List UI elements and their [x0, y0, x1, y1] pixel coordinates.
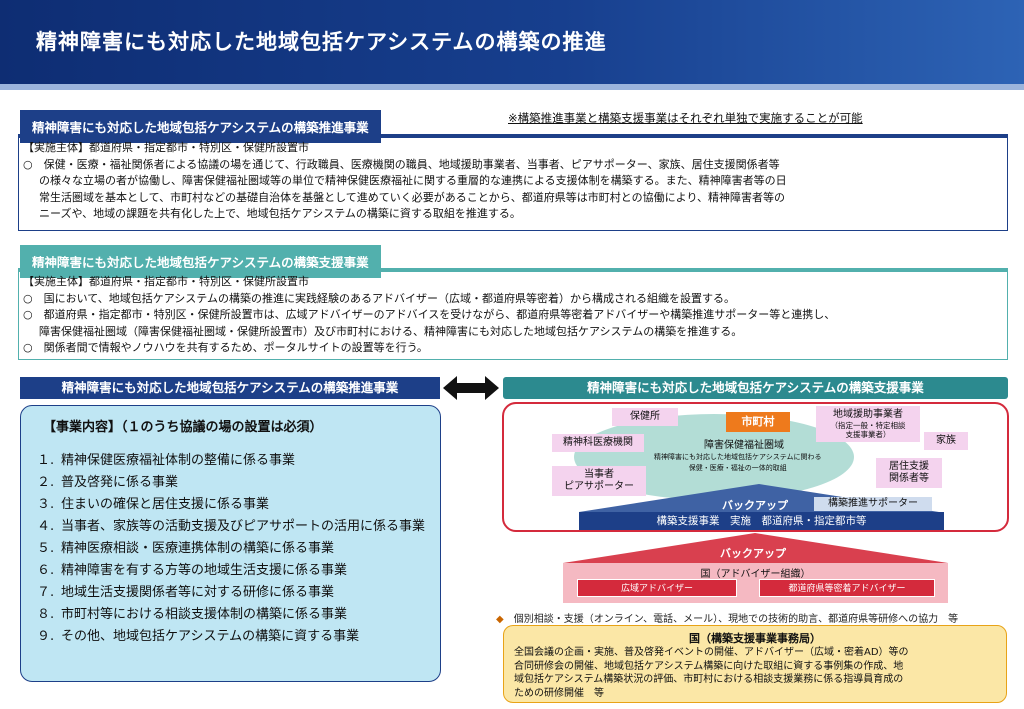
item-text: 精神医療相談・医療連携体制の構築に係る事業 — [61, 541, 335, 556]
secretariat-box: 国（構築支援事業事務局） 全国会議の企画・実施、普及啓発イベントの開催、アドバイ… — [503, 625, 1007, 703]
ellipse-note: 精神障害にも対応した地域包括ケアシステムに関わる 保健・医療・福祉の一体的取組 — [654, 452, 822, 474]
list-item: ８. 市町村等における相談支援体制の構築に係る事業 — [37, 604, 435, 626]
right-header: 精神障害にも対応した地域包括ケアシステムの構築支援事業 — [503, 377, 1008, 399]
section2-line: 障害保健福祉圏域（障害保健福祉圏域・保健所設置市）及び市町村における、精神障害に… — [39, 324, 743, 338]
local-adviser-box: 都道府県等密着アドバイザー — [759, 579, 935, 597]
secretariat-line: ための研修開催 等 — [514, 687, 604, 699]
list-item: ６. 精神障害を有する方等の地域生活支援に係る事業 — [37, 560, 435, 582]
list-item: ３. 住まいの確保と居住支援に係る事業 — [37, 494, 435, 516]
backup-arrow-lower — [563, 533, 948, 563]
list-item: １. 精神保健医療福祉体制の整備に係る事業 — [37, 450, 435, 472]
item-number: １. — [37, 453, 55, 468]
ellipse-note-line: 精神障害にも対応した地域包括ケアシステムに関わる — [654, 453, 822, 461]
support-provider-label: 地域援助事業者 （指定一般・特定相談 支援事業者） — [816, 406, 920, 442]
peer-supporter-label: 当事者 ピアサポーター — [552, 466, 646, 496]
support-provider-sub: 支援事業者） — [845, 430, 891, 439]
item-number: ３. — [37, 497, 55, 512]
support-provider-sub: （指定一般・特定相談 — [830, 421, 906, 430]
item-number: ９. — [37, 629, 55, 644]
independence-note: ※構築推進事業と構築支援事業はそれぞれ単独で実施することが可能 — [508, 111, 863, 125]
page-title: 精神障害にも対応した地域包括ケアシステムの構築の推進 — [36, 30, 607, 54]
business-content-list: １. 精神保健医療福祉体制の整備に係る事業 ２. 普及啓発に係る事業 ３. 住まいの確… — [37, 450, 435, 648]
implementing-body-bar: 構築支援事業 実施 都道府県・指定都市等 — [579, 512, 944, 530]
item-number: ２. — [37, 475, 55, 490]
city-box: 市町村 — [726, 412, 790, 432]
national-adviser-box: 国（アドバイザー組織） 広域アドバイザー 都道府県等密着アドバイザー — [563, 563, 948, 603]
section2-box: 【実施主体】都道府県・指定都市・特別区・保健所設置市 ○ 国において、地域包括ケ… — [18, 268, 1008, 360]
secretariat-title: 国（構築支援事業事務局） — [689, 632, 821, 645]
item-number: ７. — [37, 585, 55, 600]
secretariat-line: 域包括ケアシステム構築状況の評価、市町村における相談支援業務に係る指導員育成の — [514, 674, 904, 686]
list-item: ９. その他、地域包括ケアシステムの構築に資する事業 — [37, 626, 435, 648]
item-text: 普及啓発に係る事業 — [61, 475, 179, 490]
secretariat-text: 全国会議の企画・実施、普及啓発イベントの開催、アドバイザー（広域・密着AD）等の… — [514, 646, 1000, 700]
diamond-icon: ◆ — [496, 614, 504, 625]
title-banner: 精神障害にも対応した地域包括ケアシステムの構築の推進 — [0, 0, 1024, 84]
item-text: 精神保健医療福祉体制の整備に係る事業 — [61, 453, 296, 468]
peer-supporter-line: ピアサポーター — [564, 481, 634, 492]
section1-line: 【実施主体】都道府県・指定都市・特別区・保健所設置市 — [23, 141, 309, 154]
community-diagram: 市町村 障害保健福祉圏域 精神障害にも対応した地域包括ケアシステムに関わる 保健… — [502, 402, 1009, 532]
section2-tag: 精神障害にも対応した地域包括ケアシステムの構築支援事業 — [20, 245, 381, 278]
business-content-box: 【事業内容】（１のうち協議の場の設置は必須） １. 精神保健医療福祉体制の整備に係… — [20, 405, 441, 682]
backup-label-lower: バックアップ — [720, 547, 786, 560]
list-item: ２. 普及啓発に係る事業 — [37, 472, 435, 494]
section1-line: ○ 保健・医療・福祉関係者による協議の場を通じて、行政職員、医療機関の職員、地域… — [23, 157, 780, 171]
section1-line: ニーズや、地域の課題を共有化した上で、地域包括ケアシステムの構築に資する取組を推… — [39, 207, 521, 220]
backup-label-upper: バックアップ — [722, 499, 788, 512]
item-number: ５. — [37, 541, 55, 556]
item-text: 住まいの確保と居住支援に係る事業 — [61, 497, 270, 512]
item-text: 精神障害を有する方等の地域生活支援に係る事業 — [61, 563, 348, 578]
national-adviser-label: 国（アドバイザー組織） — [700, 569, 811, 580]
list-item: ４. 当事者、家族等の活動支援及びピアサポートの活用に係る事業 — [37, 516, 435, 538]
secretariat-line: 合同研修会の開催、地域包括ケアシステム構築に向けた取組に資する事例集の作成、地 — [514, 660, 904, 672]
section1-line: 常生活圏域を基本として、市町村などの基礎自治体を基盤として進めていく必要があるこ… — [39, 190, 786, 204]
item-text: その他、地域包括ケアシステムの構築に資する事業 — [61, 629, 360, 644]
item-text: 地域生活支援関係者等に対する研修に係る事業 — [61, 585, 335, 600]
support-bullet: ◆ 個別相談・支援（オンライン、電話、メール）、現地での技術的助言、都道府県等研… — [496, 610, 958, 625]
support-provider-name: 地域援助事業者 — [833, 409, 903, 420]
area-label: 障害保健福祉圏域 — [704, 440, 784, 451]
section1-line: の様々な立場の者が協働し、障害保健福祉圏域等の単位で精神保健医療福祉に関する重層… — [39, 174, 787, 187]
promotion-supporter-label: 構築推進サポーター — [814, 497, 932, 511]
housing-support-label: 居住支援 関係者等 — [876, 458, 942, 488]
item-number: ４. — [37, 519, 55, 534]
section1-box: 【実施主体】都道府県・指定都市・特別区・保健所設置市 ○ 保健・医療・福祉関係者… — [18, 134, 1008, 231]
section2-line: 【実施主体】都道府県・指定都市・特別区・保健所設置市 — [23, 275, 309, 288]
section2-line: ○ 関係者間で情報やノウハウを共有するため、ポータルサイトの設置等を行う。 — [23, 341, 428, 354]
wide-area-adviser-box: 広域アドバイザー — [577, 579, 737, 597]
list-item: ７. 地域生活支援関係者等に対する研修に係る事業 — [37, 582, 435, 604]
double-arrow-icon — [443, 376, 499, 400]
support-bullet-text: 個別相談・支援（オンライン、電話、メール）、現地での技術的助言、都道府県等研修へ… — [513, 614, 959, 625]
item-text: 市町村等における相談支援体制の構築に係る事業 — [61, 607, 348, 622]
ellipse-note-line: 保健・医療・福祉の一体的取組 — [688, 464, 787, 472]
item-number: ８. — [37, 607, 55, 622]
housing-support-line: 居住支援 — [889, 461, 929, 472]
section2-line: ○ 都道府県・指定都市・特別区・保健所設置市は、広域アドバイザーのアドバイスを受… — [23, 308, 836, 321]
item-text: 当事者、家族等の活動支援及びピアサポートの活用に係る事業 — [61, 519, 426, 534]
housing-support-line: 関係者等 — [889, 473, 929, 484]
secretariat-line: 全国会議の企画・実施、普及啓発イベントの開催、アドバイザー（広域・密着AD）等の — [514, 647, 909, 658]
left-header: 精神障害にも対応した地域包括ケアシステムの構築推進事業 — [20, 377, 440, 399]
section2-line: ○ 国において、地域包括ケアシステムの構築の推進に実践経験のあるアドバイザー（広… — [23, 291, 735, 305]
list-item: ５. 精神医療相談・医療連携体制の構築に係る事業 — [37, 538, 435, 560]
business-content-title: 【事業内容】（１のうち協議の場の設置は必須） — [43, 420, 323, 435]
health-center-label: 保健所 — [612, 408, 678, 426]
title-underline — [0, 84, 1024, 90]
family-label: 家族 — [924, 432, 968, 450]
item-number: ６. — [37, 563, 55, 578]
psychiatric-institution-label: 精神科医療機関 — [552, 434, 644, 452]
peer-supporter-line: 当事者 — [584, 469, 614, 480]
